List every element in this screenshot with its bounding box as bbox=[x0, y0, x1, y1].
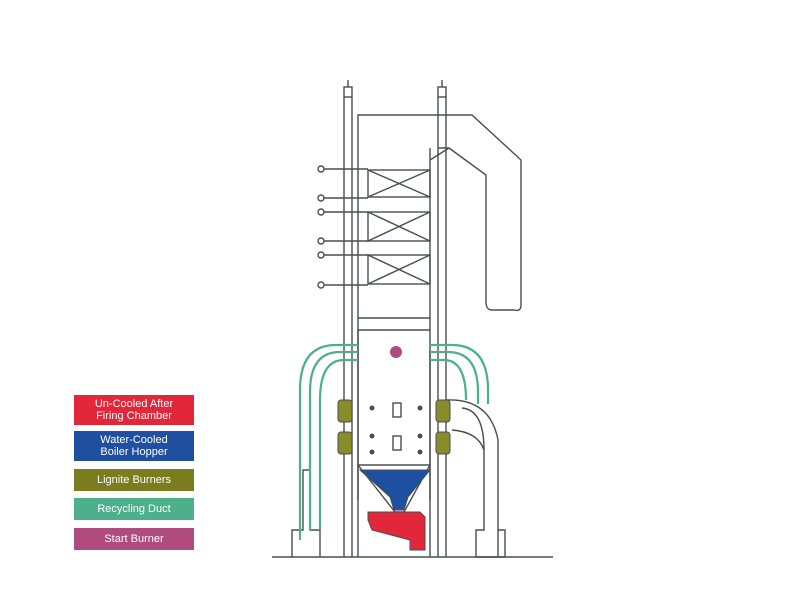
recycling-duct-left bbox=[298, 343, 358, 540]
after-firing-chamber bbox=[367, 511, 426, 551]
legend-label: Un-Cooled After Firing Chamber bbox=[94, 398, 174, 422]
legend-lignite-burners: Lignite Burners bbox=[74, 469, 194, 491]
pipe-inlet-circles bbox=[317, 165, 325, 289]
lignite-burner-left-lower bbox=[337, 431, 353, 455]
flue-duct-outer bbox=[357, 114, 522, 557]
lignite-burner-left-upper bbox=[337, 399, 353, 423]
legend-label: Lignite Burners bbox=[97, 474, 171, 486]
recycling-duct-right bbox=[430, 343, 490, 404]
legend-start-burner: Start Burner bbox=[74, 528, 194, 550]
legend-recycling-duct: Recycling Duct bbox=[74, 498, 194, 520]
heat-exchanger-3 bbox=[367, 254, 431, 285]
left-support-leg bbox=[291, 469, 321, 557]
feed-pipes bbox=[324, 168, 368, 286]
water-cooled-boiler-hopper bbox=[358, 469, 432, 511]
start-burner bbox=[390, 346, 402, 358]
right-support-curve bbox=[445, 399, 499, 530]
legend-label: Water-Cooled Boiler Hopper bbox=[100, 434, 168, 458]
heat-exchanger-2 bbox=[367, 211, 431, 242]
legend-boiler-hopper: Water-Cooled Boiler Hopper bbox=[74, 431, 194, 461]
lignite-burner-right-lower bbox=[435, 431, 451, 455]
view-port-lower bbox=[392, 435, 402, 451]
left-column-cap bbox=[343, 86, 353, 98]
legend-label: Recycling Duct bbox=[97, 503, 171, 515]
lignite-burner-right-upper bbox=[435, 399, 451, 423]
legend-after-firing-chamber: Un-Cooled After Firing Chamber bbox=[74, 395, 194, 425]
right-column-cap bbox=[437, 86, 447, 98]
heat-exchanger-1 bbox=[367, 169, 431, 198]
view-port-upper bbox=[392, 402, 402, 418]
right-support-leg bbox=[461, 407, 506, 558]
legend-label: Start Burner bbox=[104, 533, 164, 545]
boiler-dots bbox=[369, 405, 423, 455]
